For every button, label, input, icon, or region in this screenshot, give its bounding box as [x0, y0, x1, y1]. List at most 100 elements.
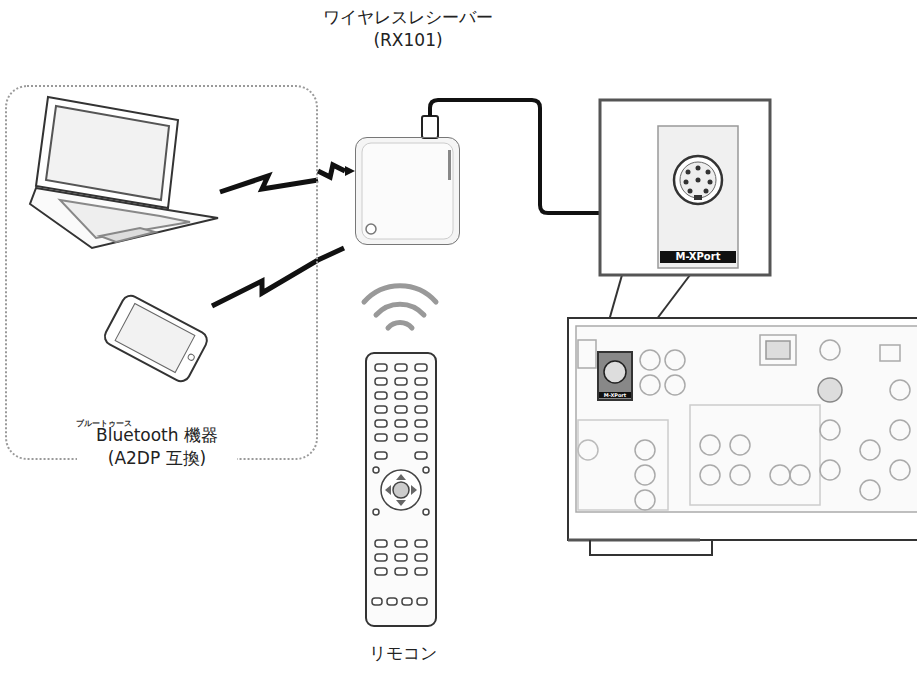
remote-control [415, 540, 427, 547]
av-receiver-rear-panel [820, 420, 840, 440]
av-receiver-rear-panel [890, 380, 910, 400]
remote-control [372, 598, 382, 605]
laptop [100, 228, 155, 242]
av-receiver-rear-panel [860, 480, 880, 500]
remote-control [375, 568, 387, 575]
av-receiver-rear-panel [766, 341, 790, 359]
remote-control [415, 378, 427, 385]
smartphone [187, 353, 195, 361]
remote-control [385, 485, 391, 495]
remote-control [415, 554, 427, 561]
laptop [30, 97, 218, 248]
remote-control [373, 509, 379, 515]
receiver-box: ワイヤレスレシーバー (RX101) [355, 137, 460, 245]
av-receiver-rear-panel [640, 350, 660, 370]
av-receiver-rear-panel [578, 440, 598, 460]
av-receiver-rear-panel [860, 440, 880, 460]
device-group: Bluetooth 機器 (A2DP 互換) [5, 85, 318, 460]
connector-inset [694, 195, 702, 200]
remote-control [395, 568, 407, 575]
av-receiver-rear-panel [568, 539, 700, 542]
remote-control [417, 598, 427, 605]
connector-inset [688, 189, 693, 194]
arrow-head [345, 166, 355, 176]
av-receiver-rear-panel [770, 465, 790, 485]
node-label: ワイヤレスレシーバー (RX101) [308, 6, 508, 52]
remote-control [395, 406, 407, 413]
av-receiver-rear-panel [578, 340, 596, 368]
av-receiver-rear-panel [635, 440, 655, 460]
remote-control [375, 420, 387, 427]
av-receiver-rear-panel [730, 435, 750, 455]
connector-inset [696, 178, 701, 183]
remote-control [381, 470, 421, 510]
remote-control [396, 474, 406, 480]
av-receiver-rear-panel [665, 375, 685, 395]
remote-control [415, 406, 427, 413]
connector-inset [684, 180, 689, 185]
cable [430, 100, 622, 213]
av-receiver-rear-panel [568, 318, 917, 555]
connector-inset [684, 166, 713, 194]
remote-control [423, 467, 429, 473]
av-receiver-rear-panel [820, 340, 840, 360]
ir-waves [388, 323, 412, 328]
wireless-link [318, 165, 355, 177]
connector-inset [686, 170, 691, 175]
av-receiver-rear-panel [730, 465, 750, 485]
remote-control [365, 352, 437, 627]
remote-control [375, 540, 387, 547]
smartphone [102, 293, 210, 385]
remote-control [375, 392, 387, 399]
smartphone [102, 293, 210, 385]
connector-inset [600, 100, 770, 352]
connector-inset [600, 100, 770, 275]
remote-control [393, 482, 409, 498]
wireless-receiver [448, 150, 451, 180]
av-receiver-rear-panel [890, 420, 910, 440]
remote-control [375, 434, 387, 441]
av-receiver-rear-panel [568, 318, 917, 540]
remote-control [395, 434, 407, 441]
remote-control [396, 500, 406, 506]
remote-control [375, 378, 387, 385]
av-receiver-rear-panel [700, 465, 720, 485]
remote-control [395, 378, 407, 385]
connector-inset [674, 156, 722, 204]
av-receiver-rear-panel [818, 378, 842, 402]
remote-control [395, 364, 407, 371]
wireless-receiver [355, 137, 460, 245]
remote-control [395, 540, 407, 547]
remote-control [375, 554, 387, 561]
av-receiver-rear-panel [635, 490, 655, 510]
remote-box: リモコン [365, 352, 437, 627]
remote-control [423, 509, 429, 515]
connector-inset [704, 189, 709, 194]
wireless-receiver [366, 224, 376, 234]
node-label: リモコン [333, 642, 473, 665]
remote-control [415, 452, 427, 459]
remote-control [373, 467, 379, 473]
remote-control [375, 452, 387, 459]
ir-waves [376, 304, 424, 315]
port-label: M-XPort [660, 251, 736, 263]
remote-control [415, 392, 427, 399]
remote-control [375, 406, 387, 413]
ruby-reading: ブルートゥース [74, 419, 134, 429]
remote-control [375, 364, 387, 371]
remote-control [395, 420, 407, 427]
remote-control [415, 568, 427, 575]
connector-inset [680, 162, 716, 198]
wireless-receiver [422, 116, 438, 138]
wireless-bolt [220, 176, 318, 192]
av-receiver-rear-panel [880, 345, 900, 361]
ir-waves [364, 286, 436, 302]
av-receiver-rear-panel [700, 435, 720, 455]
av-receiver-rear-panel [890, 460, 910, 480]
node-label: Bluetooth 機器 (A2DP 互換) [77, 424, 237, 470]
remote-control [395, 554, 407, 561]
wireless-bolt [318, 165, 345, 177]
av-receiver-rear-panel [635, 465, 655, 485]
